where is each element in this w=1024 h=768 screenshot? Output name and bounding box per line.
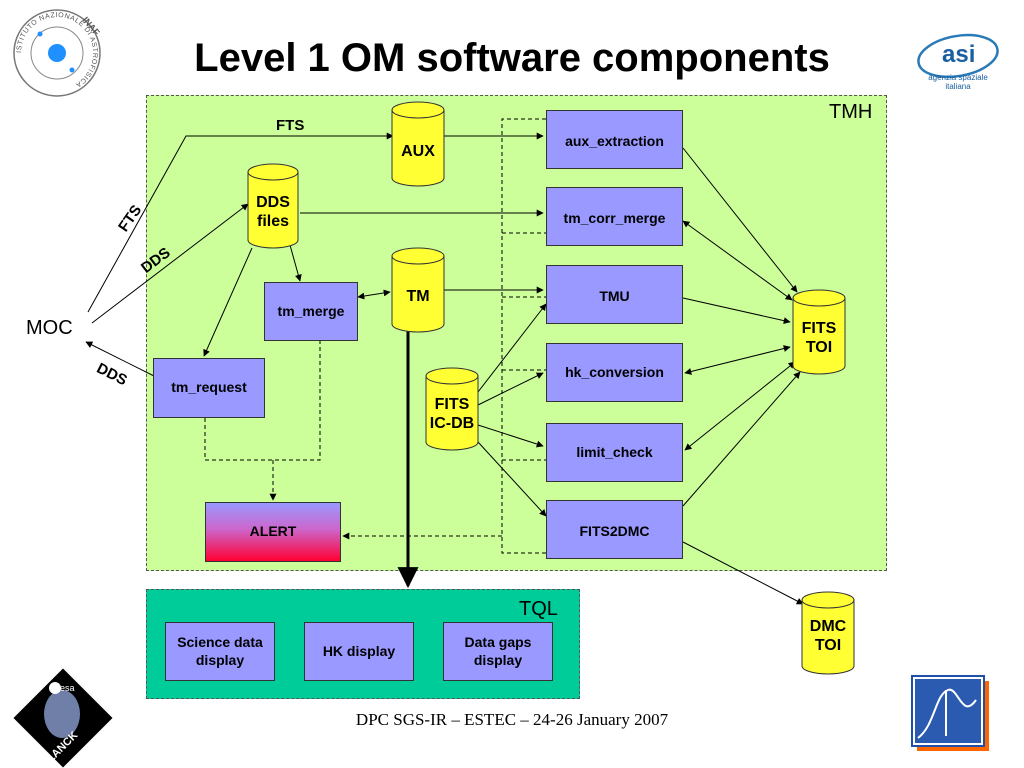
page-title: Level 1 OM software components [194,36,830,80]
fits-toi-line-2: TOI [805,339,833,356]
science-display-line-1: Science data [177,634,263,650]
fts-top-label: FTS [276,117,305,134]
asi-sub-2: italiana [945,82,971,91]
data-gaps-display-box: Data gaps display [443,622,553,681]
dmc-toi-line-1: DMC [809,617,847,635]
dds-files-line-2: files [256,213,289,230]
tm-merge-box: tm_merge [264,282,358,341]
fits-toi-label: FITS TOI [793,318,845,358]
limit-check-box: limit_check [546,423,683,482]
dds-files-line-1: DDS [256,193,290,211]
fits2dmc-box: FITS2DMC [546,500,683,559]
tmh-label: TMH [829,101,873,123]
asi-wordmark: asi [942,41,975,68]
aux-extraction-box: aux_extraction [546,110,683,169]
alert-box: ALERT [205,502,341,562]
dmc-toi-label: DMC TOI [802,616,854,656]
tm-corr-merge-box: tm_corr_merge [546,187,683,246]
fits-icdb-line-2: IC-DB [429,415,475,432]
dmc-toi-database [801,591,855,675]
aux-database [391,101,445,187]
science-display-line-2: display [195,651,245,668]
inaf-logo: ISTITUTO NAZIONALE DI ASTROFISICA INAF [13,9,102,97]
tql-label: TQL [519,598,558,620]
tm-database [391,247,445,333]
tm-request-box: tm_request [153,358,265,418]
fits-toi-line-1: FITS [801,319,837,337]
moc-label: MOC [26,317,73,339]
data-gaps-line-1: Data gaps [464,634,532,650]
dds-files-label: DDS files [246,192,300,232]
data-gaps-line-2: display [473,651,523,668]
dpc-logo [911,675,989,751]
fits-icdb-label: FITS IC-DB [416,394,488,434]
dmc-toi-line-2: TOI [814,637,842,654]
fits-toi-database [792,289,846,375]
fits-icdb-line-1: FITS [434,395,470,413]
fits-icdb-database [425,367,479,451]
process-bus [501,118,546,554]
data-flows [85,132,804,605]
asi-logo: asi agenzia spaziale italiana [917,33,999,91]
esa-wordmark: esa [60,683,75,693]
alert-feed [204,341,502,540]
asi-sub-1: agenzia spaziale [928,73,988,82]
tm-label: TM [406,288,430,306]
dds-files-database [247,163,299,249]
planck-logo: esa PLANCK [13,668,113,768]
aux-label: AUX [401,143,435,161]
science-display-box: Science data display [165,622,275,681]
hk-display-box: HK display [304,622,414,681]
footer-text: DPC SGS-IR – ESTEC – 24-26 January 2007 [355,710,669,729]
tmu-box: TMU [546,265,683,324]
hk-conversion-box: hk_conversion [546,343,683,402]
